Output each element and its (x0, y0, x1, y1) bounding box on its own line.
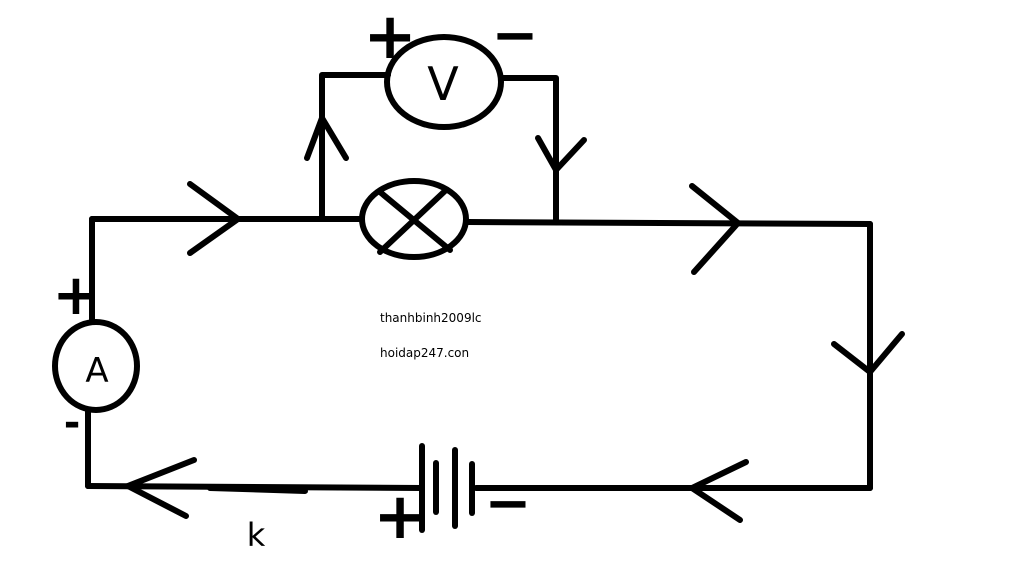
voltmeter-plus-label: + (363, 0, 417, 74)
wire-branch-left (319, 72, 391, 222)
ammeter: A + - (52, 263, 140, 446)
current-arrow-icon (689, 183, 743, 275)
lamp-cross-line-2 (377, 187, 449, 255)
current-arrow-icon (304, 111, 349, 161)
ammeter-symbol: A (85, 351, 108, 391)
voltmeter-circle (384, 34, 504, 130)
watermark-user: thanhbinh2009lc (380, 311, 482, 325)
lamp-cross-icon (359, 178, 469, 260)
current-arrow-icon (831, 331, 905, 377)
switch-label: k (247, 516, 266, 554)
current-arrow-icon (187, 181, 244, 256)
main-wires (85, 216, 873, 494)
voltmeter-symbol: V (427, 57, 459, 111)
current-arrow-icon (685, 459, 749, 523)
lamp-circle (359, 178, 469, 260)
voltmeter-minus-label: − (492, 3, 539, 68)
battery-plus-label: + (373, 480, 427, 554)
battery-cells-icon: + − (373, 443, 532, 554)
switch-k (207, 485, 308, 494)
battery-minus-label: − (485, 471, 532, 536)
current-arrow-icon (535, 135, 587, 176)
watermark-site: hoidap247.con (380, 346, 469, 360)
wire-top-right (465, 219, 873, 227)
current-arrow-icon (120, 457, 197, 519)
wire-branch-right (499, 75, 559, 223)
ammeter-circle (52, 319, 140, 413)
ammeter-minus-label: - (64, 400, 81, 446)
ammeter-plus-label: + (53, 263, 100, 328)
current-arrows (120, 111, 905, 523)
voltmeter: V + − (363, 0, 539, 130)
